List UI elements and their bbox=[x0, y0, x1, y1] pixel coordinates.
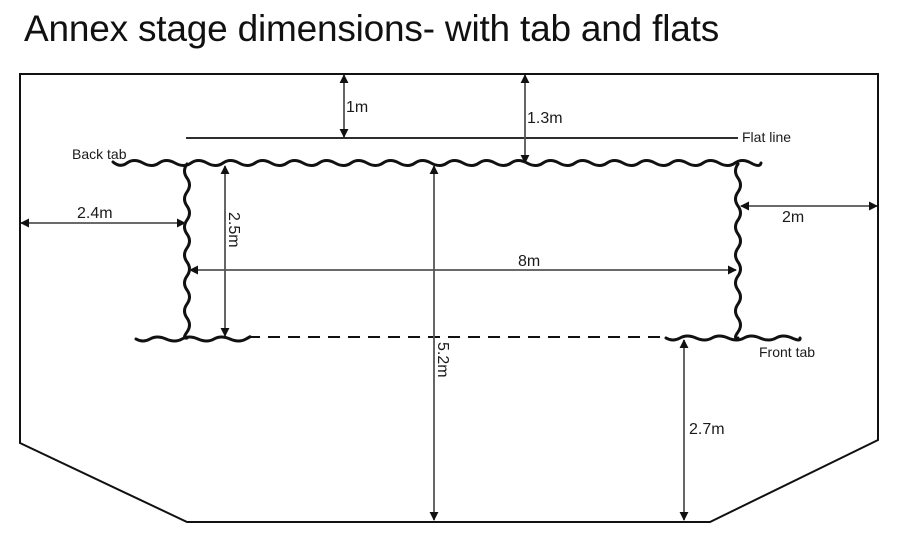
right-side-curtain bbox=[734, 162, 742, 340]
page-title: Annex stage dimensions- with tab and fla… bbox=[24, 8, 719, 49]
dim-2-5m-label: 2.5m bbox=[225, 212, 242, 248]
front-tab-left-curtain bbox=[134, 335, 252, 343]
dim-2m-label: 2m bbox=[782, 209, 804, 226]
dim-2-4m-label: 2.4m bbox=[77, 205, 113, 222]
dim-5-2m-label: 5.2m bbox=[434, 342, 451, 378]
dim-1m-label: 1m bbox=[346, 99, 368, 116]
left-side-curtain bbox=[183, 162, 191, 340]
flat-line-label: Flat line bbox=[742, 129, 791, 145]
room-outline bbox=[19, 73, 879, 523]
back-tab-label: Back tab bbox=[72, 146, 127, 162]
dim-8m-label: 8m bbox=[518, 253, 540, 270]
front-tab-right-curtain bbox=[664, 334, 802, 342]
front-tab-label: Front tab bbox=[759, 344, 815, 360]
dim-1-3m-label: 1.3m bbox=[527, 110, 563, 127]
dim-2-7m-label: 2.7m bbox=[689, 421, 725, 438]
back-tab-curtain bbox=[111, 159, 763, 167]
